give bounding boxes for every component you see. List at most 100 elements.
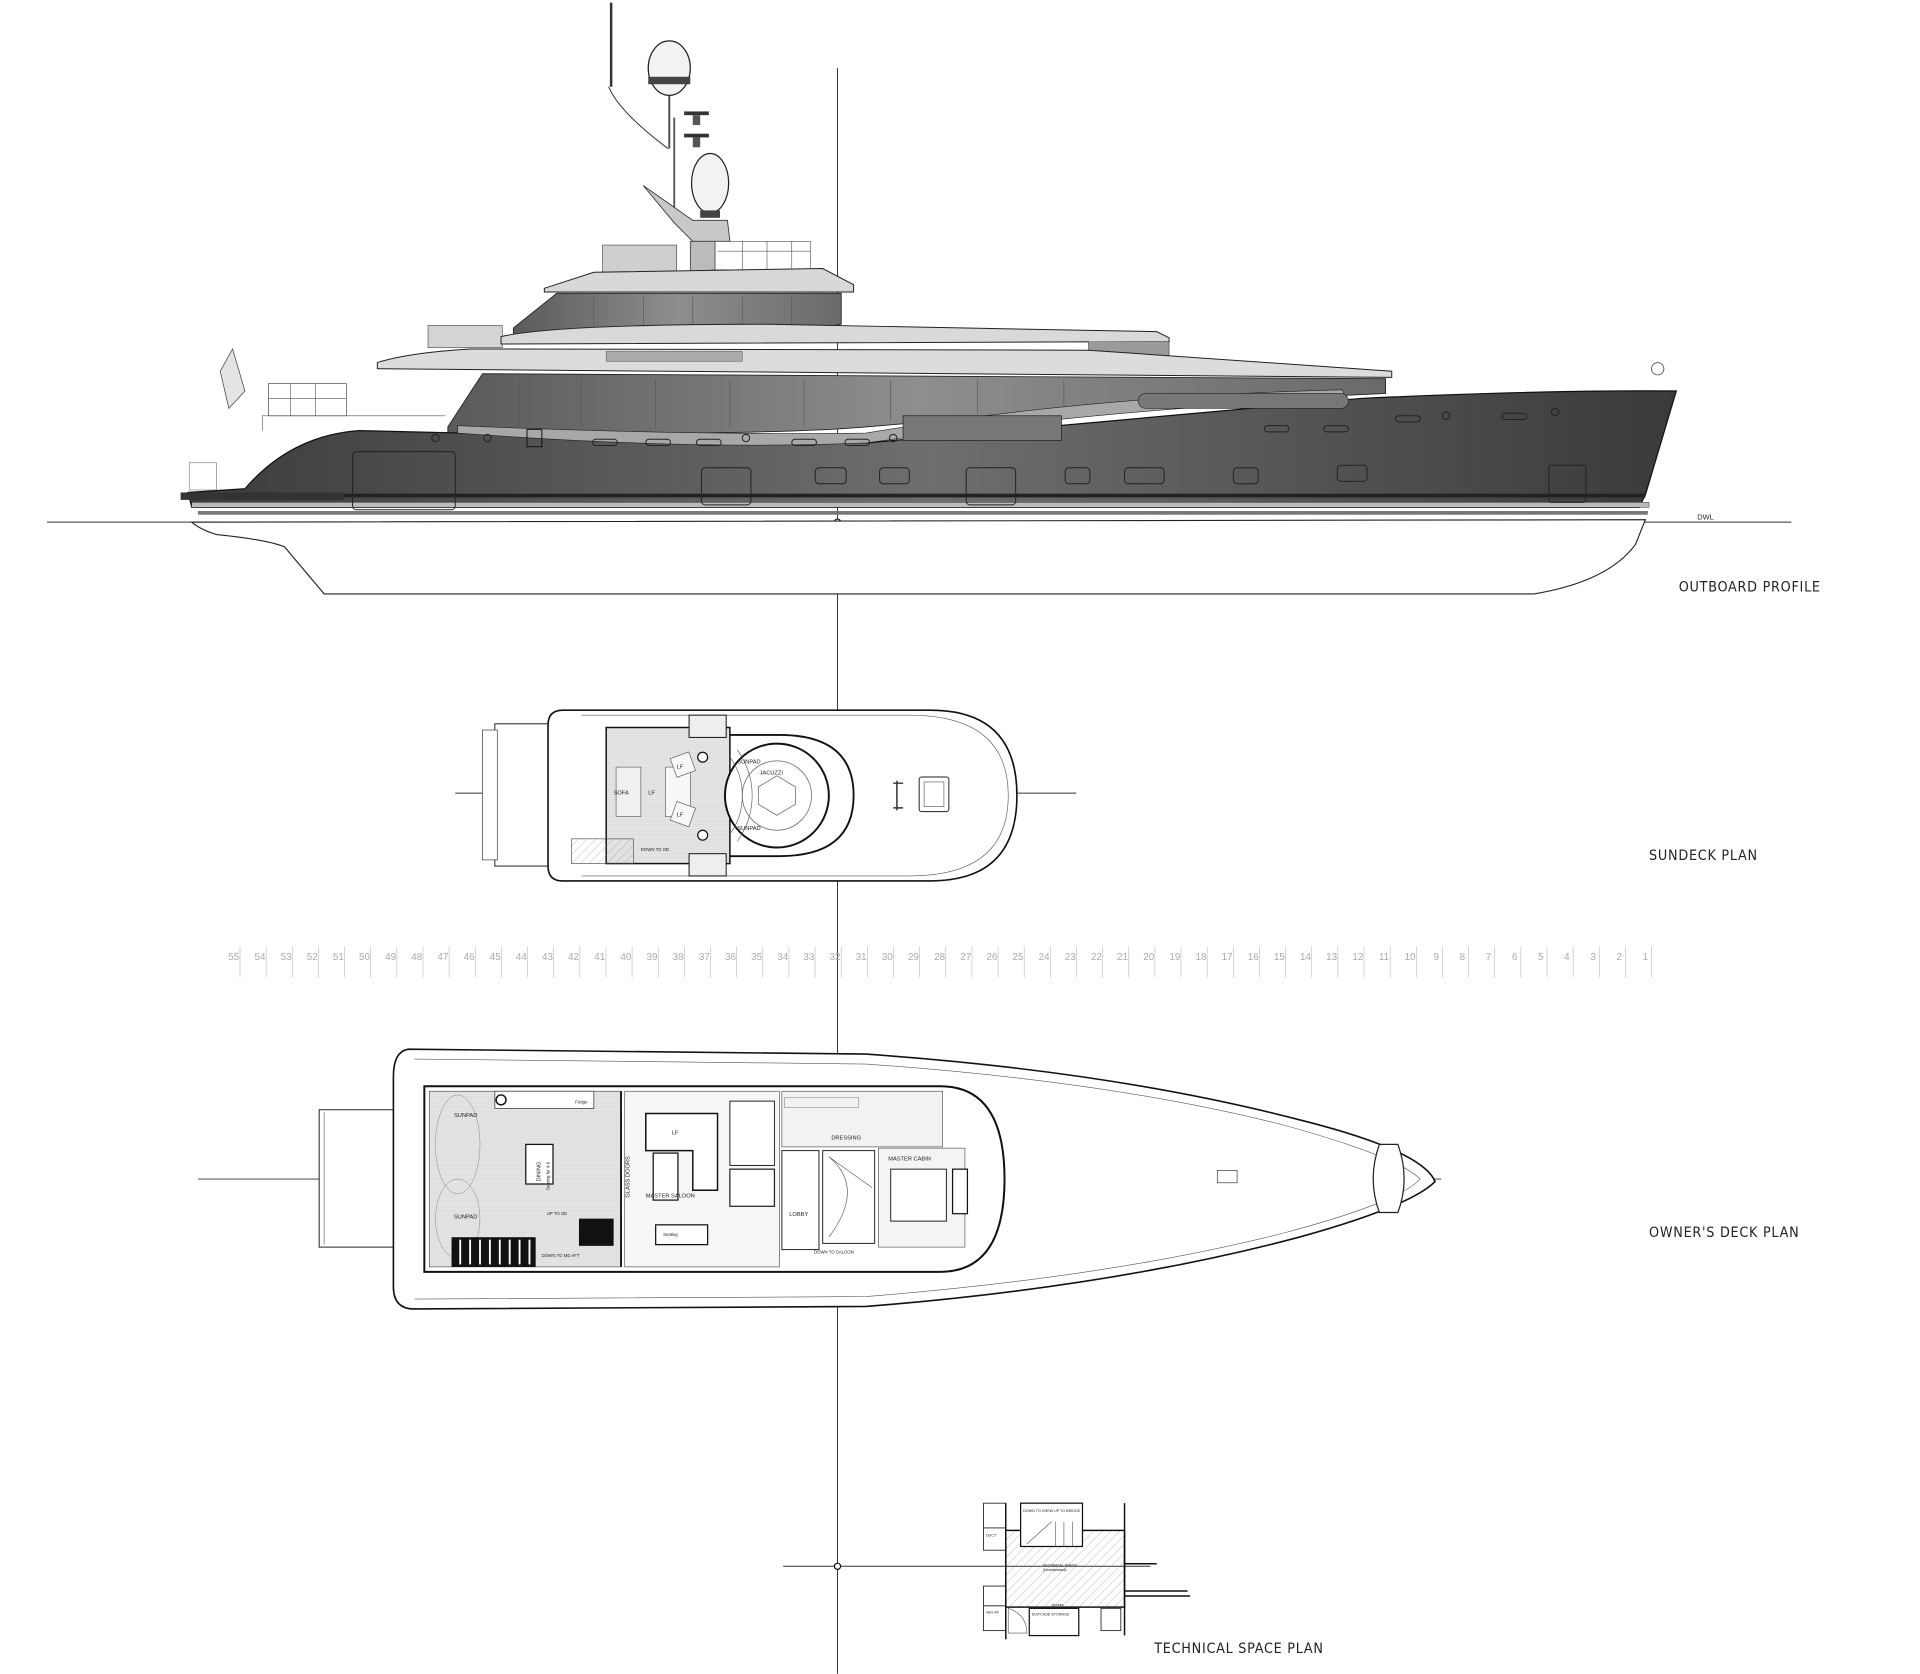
frame-number: 1 bbox=[1643, 952, 1649, 963]
frame-number: 8 bbox=[1460, 952, 1466, 963]
technical-space-plan-title: TECHNICAL SPACE PLAN bbox=[1153, 1641, 1323, 1657]
frame-number: 32 bbox=[830, 952, 841, 963]
frame-number: 38 bbox=[673, 952, 684, 963]
frame-number: 22 bbox=[1091, 952, 1102, 963]
frame-number: 43 bbox=[542, 952, 553, 963]
up-note: UP TO SD bbox=[547, 1211, 567, 1216]
fridge-label: Fridge bbox=[575, 1100, 588, 1105]
technical-space-label: TECHNICAL SPACE bbox=[1043, 1563, 1078, 1567]
dressing-label: DRESSING bbox=[831, 1135, 861, 1141]
sundeck-lf-label: LF bbox=[648, 790, 655, 796]
frame-number: 25 bbox=[1013, 952, 1024, 963]
frame-number: 2 bbox=[1616, 952, 1622, 963]
frame-number: 31 bbox=[856, 952, 867, 963]
frame-number: 41 bbox=[594, 952, 605, 963]
frame-number: 37 bbox=[699, 952, 710, 963]
frame-number: 20 bbox=[1143, 952, 1154, 963]
frame-number: 30 bbox=[882, 952, 893, 963]
frame-number: 19 bbox=[1169, 952, 1180, 963]
frame-number: 34 bbox=[777, 952, 788, 963]
frame-number: 29 bbox=[908, 952, 919, 963]
dining-note: Seating for 4-6 bbox=[545, 1161, 550, 1190]
down-to-saloon-note: DOWN TO SALOON bbox=[814, 1249, 854, 1254]
owners-deck-overhang bbox=[376, 348, 1393, 378]
frame-number: 49 bbox=[385, 952, 396, 963]
frame-number: 46 bbox=[464, 952, 475, 963]
sunpad-label: SUNPAD bbox=[454, 1215, 477, 1221]
glass-doors-label: GLASS DOORS bbox=[626, 1156, 632, 1198]
access-label: Access bbox=[1052, 1603, 1064, 1607]
satellite-dome-upper bbox=[647, 40, 691, 96]
sunpad-label: SUNPAD bbox=[737, 759, 760, 765]
sundeck-plan: SOFA LF LF LF JACUZZI SUNPAD SUNPAD DOWN… bbox=[455, 709, 1758, 882]
frame-number: 16 bbox=[1248, 952, 1259, 963]
frame-number: 15 bbox=[1274, 952, 1285, 963]
frame-number: 54 bbox=[254, 952, 265, 963]
frame-number: 18 bbox=[1195, 952, 1206, 963]
down-note: DOWN TO MD AFT bbox=[542, 1253, 580, 1258]
master-saloon-label: MASTER SALOON bbox=[646, 1194, 695, 1200]
frame-number: 7 bbox=[1486, 952, 1491, 963]
satellite-dome-lower bbox=[690, 152, 730, 214]
frame-number: 17 bbox=[1222, 952, 1233, 963]
dressing-room bbox=[781, 1090, 943, 1148]
sunpad-label: SUNPAD bbox=[454, 1113, 477, 1119]
jacuzzi bbox=[723, 742, 830, 849]
frame-number: 52 bbox=[307, 952, 318, 963]
down-to-crew-label: DOWN TO CREW bbox=[1023, 1509, 1054, 1513]
dwl-label: DWL bbox=[1697, 513, 1713, 522]
frame-number: 21 bbox=[1117, 952, 1128, 963]
frame-number: 24 bbox=[1039, 952, 1050, 963]
frame-number: 50 bbox=[359, 952, 370, 963]
bridge-deck-overhang bbox=[500, 323, 1170, 345]
frame-number: 35 bbox=[751, 952, 762, 963]
frame-number: 51 bbox=[333, 952, 344, 963]
technical-space-sublabel: (Nonstandard) bbox=[1043, 1568, 1067, 1572]
lobby-label: LOBBY bbox=[789, 1212, 808, 1218]
frame-number: 47 bbox=[437, 952, 448, 963]
frame-number: 39 bbox=[647, 952, 658, 963]
frame-number: 27 bbox=[960, 952, 971, 963]
frame-number: 33 bbox=[803, 952, 814, 963]
technical-space-plan: TECHNICAL SPACE (Nonstandard) SUITCASE S… bbox=[783, 1502, 1323, 1657]
duct-label: DUCT bbox=[986, 1534, 997, 1538]
sundeck-hardtop bbox=[543, 268, 855, 293]
frame-number: 4 bbox=[1564, 952, 1570, 963]
frame-number: 36 bbox=[725, 952, 736, 963]
underwater-hull bbox=[190, 519, 1647, 595]
lf-label: LF bbox=[672, 1131, 679, 1137]
vent-label: Vent AF bbox=[986, 1610, 1000, 1614]
frame-number: 53 bbox=[281, 952, 292, 963]
frame-number: 6 bbox=[1512, 952, 1518, 963]
sunpad-label: SUNPAD bbox=[737, 826, 760, 832]
frame-number: 11 bbox=[1379, 952, 1390, 963]
frame-number: 44 bbox=[516, 952, 527, 963]
frame-number: 42 bbox=[568, 952, 579, 963]
frame-number: 48 bbox=[411, 952, 422, 963]
frame-number: 45 bbox=[490, 952, 501, 963]
outboard-profile: DWL bbox=[47, 2, 1820, 595]
sundeck-sofa-label: SOFA bbox=[614, 790, 629, 796]
up-to-bridge-label: UP TO BRIDGE bbox=[1054, 1509, 1081, 1513]
sundeck-lf-label: LF bbox=[677, 764, 684, 770]
master-cabin-label: MASTER CABIN bbox=[888, 1157, 931, 1163]
frame-number: 40 bbox=[620, 952, 631, 963]
frame-number: 10 bbox=[1405, 952, 1416, 963]
frame-number: 23 bbox=[1065, 952, 1076, 963]
frame-number: 12 bbox=[1352, 952, 1363, 963]
sundeck-lf-label: LF bbox=[677, 813, 684, 819]
frame-number: 13 bbox=[1326, 952, 1337, 963]
frame-number: 14 bbox=[1300, 952, 1311, 963]
frame-number: 3 bbox=[1590, 952, 1596, 963]
owners-deck-plan: SUNPAD SUNPAD DINING Seating for 4-6 GLA… bbox=[197, 1048, 1799, 1310]
hull-topsides bbox=[187, 390, 1678, 508]
seating-label: Seating bbox=[663, 1232, 678, 1237]
owners-deck-plan-title: OWNER'S DECK PLAN bbox=[1649, 1225, 1799, 1241]
dining-label: DINING bbox=[537, 1162, 543, 1182]
frame-number: 28 bbox=[934, 952, 945, 963]
suitcase-storage-label: SUITCASE STORAGE bbox=[1032, 1613, 1070, 1617]
sundeck-plan-title: SUNDECK PLAN bbox=[1649, 848, 1758, 864]
frame-number: 9 bbox=[1433, 952, 1439, 963]
